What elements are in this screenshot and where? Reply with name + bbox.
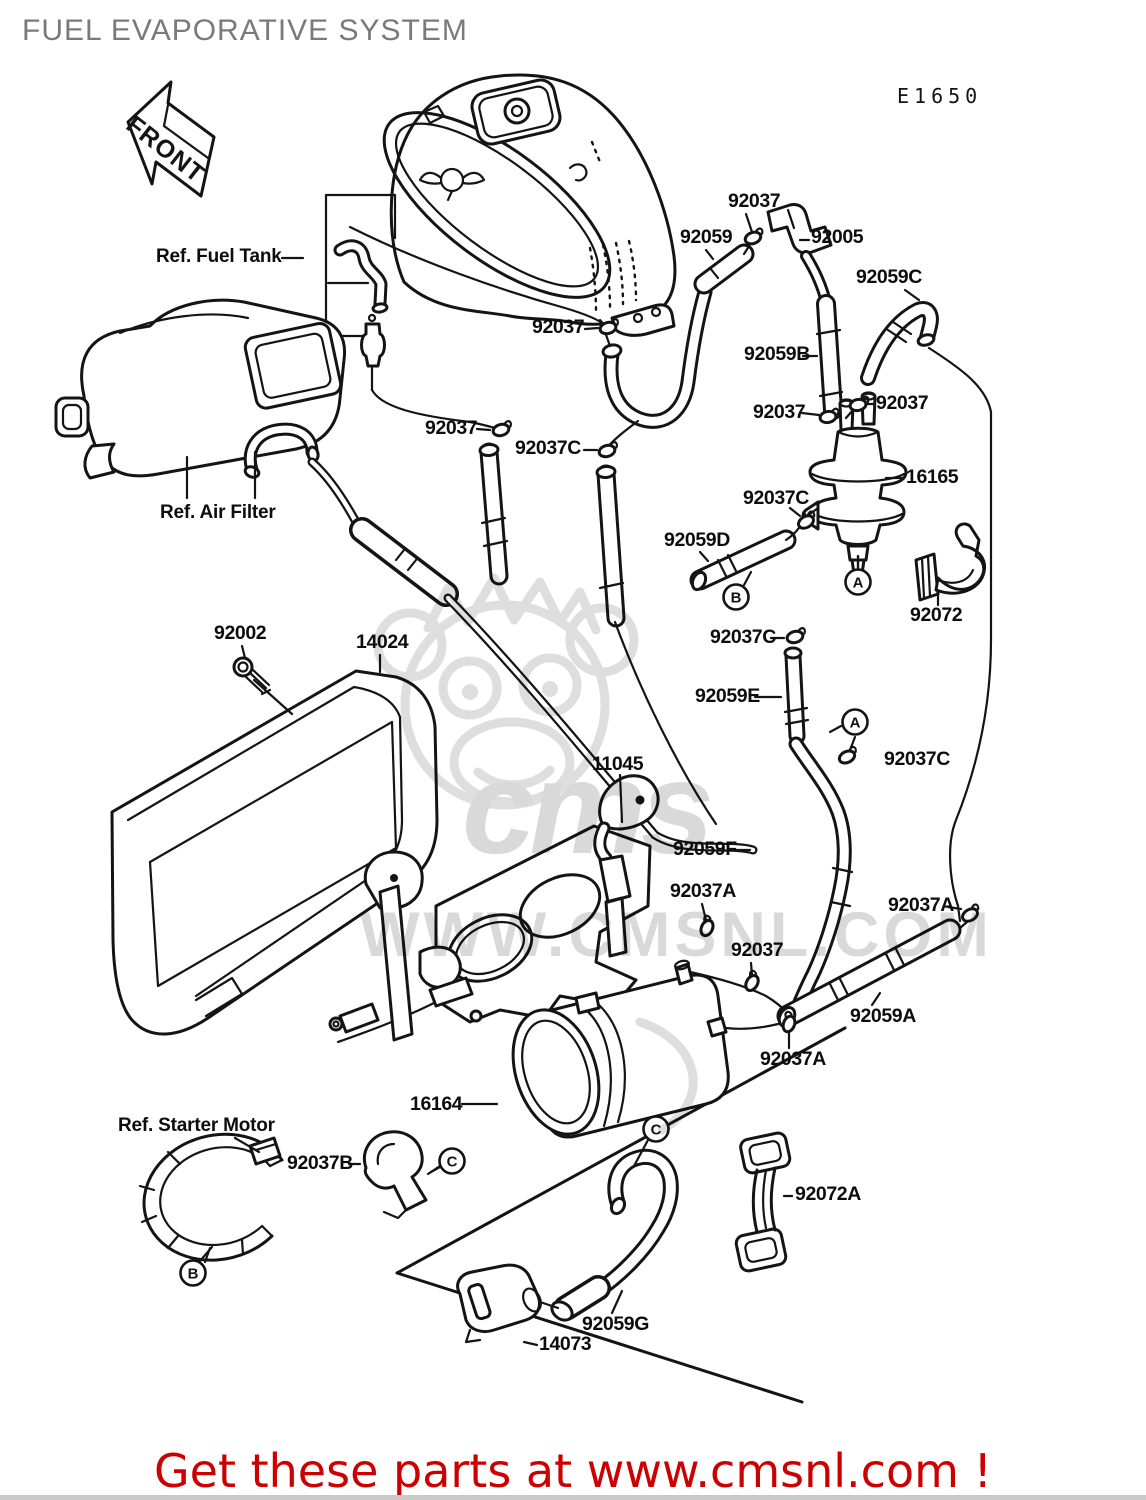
part-number-label[interactable]: 92059F xyxy=(673,838,737,860)
callout-letter-c: C xyxy=(438,1147,466,1175)
svg-text:B: B xyxy=(188,1266,199,1283)
part-number-label[interactable]: 14073 xyxy=(539,1333,592,1355)
part-number-label[interactable]: 92037C xyxy=(743,487,809,509)
part-number-label[interactable]: 92072A xyxy=(795,1183,861,1205)
hose-clamp-icon xyxy=(835,744,861,767)
reference-label: Ref. Air Filter xyxy=(160,502,276,523)
part-number-label[interactable]: 92037B xyxy=(287,1152,353,1174)
hose-clamp-icon xyxy=(490,419,515,439)
part-number-label[interactable]: 92072 xyxy=(910,604,963,626)
part-number-label[interactable]: 92037 xyxy=(753,401,806,423)
part-number-label[interactable]: 92037 xyxy=(532,316,585,338)
part-number-label[interactable]: 92059B xyxy=(744,343,810,365)
callout-letter-b: B xyxy=(179,1259,207,1287)
bottom-edge-bar xyxy=(0,1495,1146,1500)
part-number-label[interactable]: 92059 xyxy=(680,226,733,248)
svg-text:B: B xyxy=(731,590,742,607)
part-number-label[interactable]: 92059G xyxy=(582,1313,649,1335)
front-arrow-icon xyxy=(126,80,216,198)
reference-label: Ref. Starter Motor xyxy=(118,1115,275,1136)
part-number-label[interactable]: 92037A xyxy=(760,1048,826,1070)
screw-92002 xyxy=(232,656,294,716)
reference-label: Ref. Fuel Tank xyxy=(156,246,282,267)
part-number-label[interactable]: 92059C xyxy=(856,266,922,288)
diagram-code: E1650 xyxy=(897,84,983,108)
hook-92072 xyxy=(914,522,987,602)
part-number-label[interactable]: 92059A xyxy=(850,1005,916,1027)
part-number-label[interactable]: 92037C xyxy=(884,748,950,770)
hose-clamp-icon xyxy=(596,440,621,460)
callout-letter-c: C xyxy=(642,1115,670,1143)
duct-14073 xyxy=(456,1263,560,1344)
part-number-label[interactable]: 92037A xyxy=(670,880,736,902)
page-title: FUEL EVAPORATIVE SYSTEM xyxy=(22,14,468,47)
air-filter-drawing xyxy=(54,298,347,500)
svg-text:C: C xyxy=(447,1154,458,1171)
part-number-label[interactable]: 92059E xyxy=(695,685,760,707)
valve-bracket-assembly xyxy=(328,824,652,1042)
starter-motor-ring xyxy=(138,1132,284,1264)
callout-letter-a: A xyxy=(844,568,872,596)
part-number-label[interactable]: 92005 xyxy=(811,226,864,248)
svg-text:A: A xyxy=(850,715,861,732)
svg-text:C: C xyxy=(651,1122,662,1139)
arm-11045 xyxy=(593,774,660,958)
part-number-label[interactable]: 92037A xyxy=(888,894,954,916)
strap-92072a xyxy=(734,1131,792,1273)
callout-letter-b: B xyxy=(722,583,750,611)
hose-clamp-icon xyxy=(958,902,984,926)
hose-92059e-chain xyxy=(783,646,854,1020)
part-number-label[interactable]: 92037C xyxy=(515,437,581,459)
hose-92059g xyxy=(550,1148,679,1322)
footer-promo-link[interactable]: Get these parts at www.cmsnl.com ! xyxy=(154,1444,992,1498)
clip-92037b xyxy=(363,1130,442,1220)
part-number-label[interactable]: 92037 xyxy=(731,939,784,961)
part-number-label[interactable]: 92037C xyxy=(710,626,776,648)
fuel-valve-16165 xyxy=(801,391,908,576)
part-number-label[interactable]: 92037 xyxy=(425,417,478,439)
fuel-tank-drawing xyxy=(382,73,677,337)
part-number-label[interactable]: 16165 xyxy=(906,466,959,488)
part-number-label[interactable]: 92037 xyxy=(876,392,929,414)
fuel-tank-ref-bracket xyxy=(280,193,607,430)
part-number-label[interactable]: 14024 xyxy=(356,631,409,653)
hose-clamp-icon xyxy=(741,226,767,248)
part-number-label[interactable]: 92037 xyxy=(728,190,781,212)
hose-clamp-icon xyxy=(784,626,809,646)
svg-text:A: A xyxy=(853,575,864,592)
part-number-label[interactable]: 92002 xyxy=(214,622,267,644)
pipe-92059d xyxy=(689,512,807,592)
part-number-label[interactable]: 92059D xyxy=(664,529,730,551)
callout-letter-a: A xyxy=(841,708,869,736)
part-number-label[interactable]: 16164 xyxy=(410,1093,463,1115)
hose-clamp-icon xyxy=(696,913,719,940)
part-number-label[interactable]: 11045 xyxy=(592,753,644,775)
